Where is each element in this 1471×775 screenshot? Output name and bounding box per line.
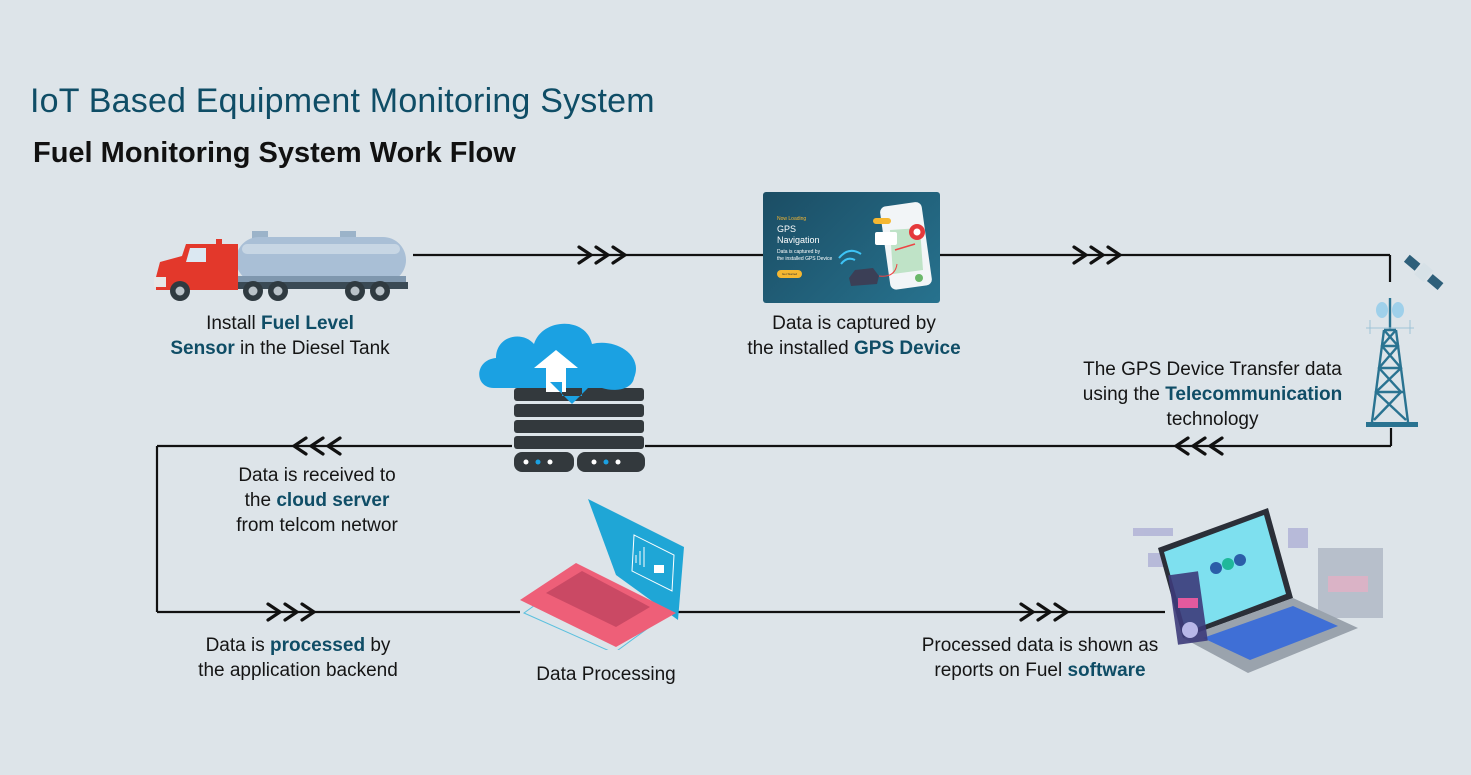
gps-card-small-label: Now Loading (777, 216, 807, 222)
flow-arrow-left-icon (1173, 436, 1224, 456)
caption-line: The GPS Device Transfer data (1060, 357, 1365, 382)
tower-icon (1370, 298, 1410, 423)
caption-highlight: Fuel Level (261, 313, 354, 334)
chevron-icon (283, 602, 300, 622)
caption-line: Data Processing (516, 662, 696, 687)
caption-text: reports on Fuel (934, 660, 1068, 681)
chevron-icon (266, 602, 283, 622)
chevron-icon (594, 245, 611, 265)
telecom-tower-satellite-icon (1366, 254, 1444, 427)
caption-text: in the Diesel Tank (234, 338, 390, 359)
caption-line: technology (1060, 407, 1365, 432)
caption-text: Data Processing (536, 664, 676, 685)
page-subtitle: Fuel Monitoring System Work Flow (33, 137, 516, 169)
chevron-icon (291, 436, 308, 456)
gps-card-button: Get Started (777, 270, 802, 278)
chevron-icon (1036, 602, 1053, 622)
chevron-icon (1207, 436, 1224, 456)
caption-text: the application backend (198, 660, 398, 681)
flow-arrow-right-icon (577, 245, 628, 265)
page-title: IoT Based Equipment Monitoring System (30, 82, 655, 120)
chevron-icon (1089, 245, 1106, 265)
caption-highlight: GPS Device (854, 338, 961, 359)
flow-arrow-right-icon (266, 602, 317, 622)
caption-line: the application backend (178, 658, 418, 683)
laptop-processing-icon (520, 499, 684, 650)
caption-text: Processed data is shown as (921, 635, 1159, 656)
flow-arrow-left-icon (291, 436, 342, 456)
caption-line: Processed data is shown as (895, 633, 1185, 658)
caption-highlight: cloud server (276, 490, 390, 511)
caption-line: Data is captured by (724, 311, 984, 336)
caption-highlight: Telecommunication (1165, 384, 1343, 405)
caption-line: the installed GPS Device (724, 336, 984, 361)
chevron-icon (1019, 602, 1036, 622)
flow-arrow-right-icon (1019, 602, 1070, 622)
chevron-icon (308, 436, 325, 456)
caption-text: technology (1166, 409, 1259, 430)
chevron-icon (1190, 436, 1207, 456)
chevron-icon (1072, 245, 1089, 265)
fuel-tanker-truck-icon (154, 231, 408, 301)
caption-line: using the Telecommunication (1060, 382, 1365, 407)
chevron-icon (1106, 245, 1123, 265)
caption-highlight: Sensor (170, 338, 235, 359)
caption-text: Data is (205, 635, 270, 656)
chevron-icon (577, 245, 594, 265)
caption-text: Data is received to (238, 465, 396, 486)
caption-text: using the (1082, 384, 1166, 405)
satellite-icon (1403, 254, 1444, 290)
caption-highlight: software (1067, 660, 1146, 681)
caption-text: the (244, 490, 277, 511)
caption-line: Data is processed by (178, 633, 418, 658)
caption-line: reports on Fuel software (895, 658, 1185, 683)
caption-text: the installed (747, 338, 854, 359)
caption-text: The GPS Device Transfer data (1083, 359, 1342, 380)
caption-line: Install Fuel Level (152, 311, 408, 336)
caption-highlight: processed (270, 635, 366, 656)
caption-text: from telcom networ (236, 515, 398, 536)
flow-arrow-right-icon (1072, 245, 1123, 265)
chevron-icon (325, 436, 342, 456)
chevron-icon (300, 602, 317, 622)
caption-line: Data is received to (212, 463, 422, 488)
laptop-dashboard-icon (1133, 508, 1383, 673)
chevron-icon (1173, 436, 1190, 456)
phone-map-icon (838, 202, 932, 290)
cloud-server-icon (479, 323, 645, 472)
step-caption-processing: Data Processing (516, 662, 696, 687)
caption-text: Data is captured by (772, 313, 936, 334)
caption-text: Install (206, 313, 261, 334)
caption-line: Sensor in the Diesel Tank (152, 336, 408, 361)
chevron-icon (611, 245, 628, 265)
caption-text: by (365, 635, 391, 656)
chevron-icon (1053, 602, 1070, 622)
caption-line: the cloud server (212, 488, 422, 513)
caption-line: from telcom networ (212, 513, 422, 538)
